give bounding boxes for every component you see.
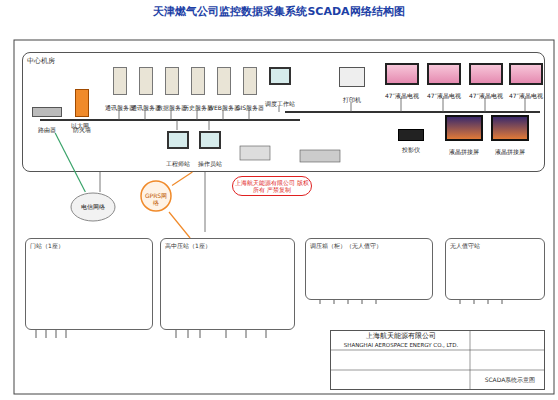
server-icon [165,67,179,95]
drawing-name: SCADA系统示意图 [480,376,540,383]
server-node: 通讯服务器 [133,67,159,111]
server-icon [191,67,205,95]
screen-node: 液晶拼接屏 [443,115,485,155]
node-heading: 无人值守站 [450,242,480,249]
server-node: 通讯服务器 [107,67,133,111]
tv-node: 47″液晶电视 [467,63,505,99]
tv-icon [509,63,543,85]
connector-line [55,133,85,192]
server-node: GIS服务器 [237,67,263,111]
tv-icon [469,63,503,85]
company-name: 上海航天能源有限公司 [333,333,469,340]
device-label: 打印机 [331,96,373,103]
device-label: 液晶拼接屏 [439,148,489,155]
server-icon [113,67,127,95]
company-name: SHANGHAI AEROSPACE ENERGY CO., LTD. [333,342,469,349]
firewall-icon [75,89,89,117]
box-node: 高中压站（1座） [160,238,295,330]
circle-node: GPRS网络 [140,180,172,212]
outer-border [14,40,554,394]
printer-icon [339,67,365,87]
device-label: 操作员站 [191,160,229,167]
device-label: GIS服务器 [233,104,267,111]
server-node: WEB服务器 [211,67,237,111]
router-node: 路由器 [29,101,65,133]
rack-unit [240,146,270,160]
device-label: 47″液晶电视 [463,92,509,99]
device-label: 液晶拼接屏 [485,148,535,155]
device-label: 投影仪 [389,146,433,153]
drop-wires [100,98,525,232]
monitor-node: 操作员站 [195,131,225,167]
device-label: 47″液晶电视 [379,92,425,99]
network-label: 以太网 [60,122,100,129]
cloud-node: 电信网络 [70,192,116,222]
projector-icon [398,129,424,141]
device-label: 47″液晶电视 [503,92,549,99]
box-node: 调压箱（柜）（无人值守） [305,238,433,300]
tv-icon [427,63,461,85]
server-icon [139,67,153,95]
node-heading: 高中压站（1座） [165,242,211,249]
monitor-icon [167,131,189,149]
tv-node: 47″液晶电视 [425,63,463,99]
node-heading: 调压箱（柜）（无人值守） [310,242,382,249]
box-node: 门站（1座） [25,238,153,330]
monitor-icon [199,131,221,149]
tv-icon [385,63,419,85]
cloud-shape [71,193,115,221]
device-label: 工程师站 [159,160,197,167]
circle-shape [141,181,171,211]
node-label: 电信网络 [72,203,114,210]
node-heading: 门站（1座） [30,242,64,249]
screen-icon [445,115,483,141]
title-block-grid [330,330,545,390]
tv-node: 47″液晶电视 [507,63,545,99]
node-label: GPRS网络 [142,192,170,206]
monitor-icon [269,67,291,85]
watermark-stamp: 上海航天能源有限公司 版权所有 严禁复制 [232,176,312,196]
connector-line [172,172,192,185]
server-node: 历史服务器 [185,67,211,111]
ethernet-backbone [40,119,300,121]
server-icon [217,67,231,95]
frame-node: 中心机房路由器防火墙通讯服务器通讯服务器数据服务器历史服务器WEB服务器GIS服… [22,52,545,172]
tv-node: 47″液晶电视 [383,63,421,99]
router-icon [32,107,62,117]
printer-node: 打印机 [335,67,369,103]
modem-unit [300,150,340,162]
diagram-title: 天津燃气公司监控数据采集系统SCADA网络结构图 [0,4,558,19]
ethernet-backbone [285,111,540,113]
box-node: 无人值守站 [445,238,545,300]
screen-icon [491,115,529,141]
screen-node: 液晶拼接屏 [489,115,531,155]
monitor-node: 调度工作站 [263,67,297,107]
device-label: 路由器 [25,126,69,133]
device-label: 47″液晶电视 [421,92,467,99]
server-icon [243,67,257,95]
connector-line [169,212,190,238]
server-node: 数据服务器 [159,67,185,111]
monitor-node: 工程师站 [163,131,193,167]
node-heading: 中心机房 [27,56,55,66]
device-label: 调度工作站 [259,100,301,107]
projector-node: 投影仪 [393,123,429,153]
